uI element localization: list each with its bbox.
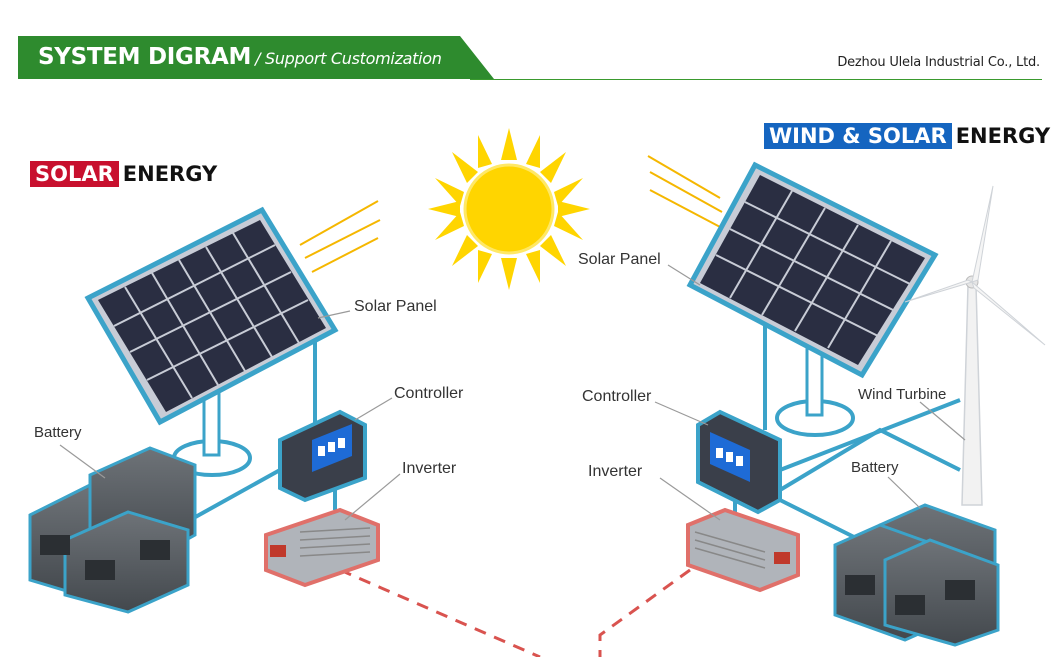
page-title: SYSTEM DIGRAM/ Support Customization [38,44,442,70]
ac-output-line-right [598,568,691,657]
header-banner [18,36,494,79]
inverter-right [686,507,800,593]
section-title-solar-rest: ENERGY [122,162,218,186]
inverter-left [264,507,380,588]
battery-bank-left [28,446,197,614]
label-solar-panel-left: Solar Panel [354,298,437,315]
leader-lines [59,264,966,521]
label-controller-right: Controller [582,388,652,405]
sunray-lines-right [647,155,723,229]
label-wind-turbine: Wind Turbine [858,386,947,403]
company-name: Dezhou Ulela Industrial Co., Ltd. [837,55,1040,70]
label-solar-panel-right: Solar Panel [578,251,661,268]
header-divider [470,79,1042,80]
label-battery-right: Battery [851,459,899,476]
label-inverter-left: Inverter [402,460,457,477]
battery-bank-right [833,503,1000,647]
sunray-lines-left [299,200,381,273]
controller-right [696,409,782,515]
wires-right [733,315,961,542]
section-title-wind-solar-rest: ENERGY [955,124,1051,148]
wind-turbine [904,185,1046,506]
section-title-wind-solar-highlight: WIND & SOLAR [764,123,952,149]
controller-left [278,409,367,503]
solar-panel-right [686,161,939,437]
page-subtitle: / Support Customization [255,49,442,68]
sun-icon [428,128,590,290]
section-title-solar-highlight: SOLAR [30,161,119,187]
label-inverter-right: Inverter [588,463,643,480]
ac-output-line-left [339,568,541,657]
label-battery-left: Battery [34,424,82,441]
label-controller-left: Controller [394,385,464,402]
